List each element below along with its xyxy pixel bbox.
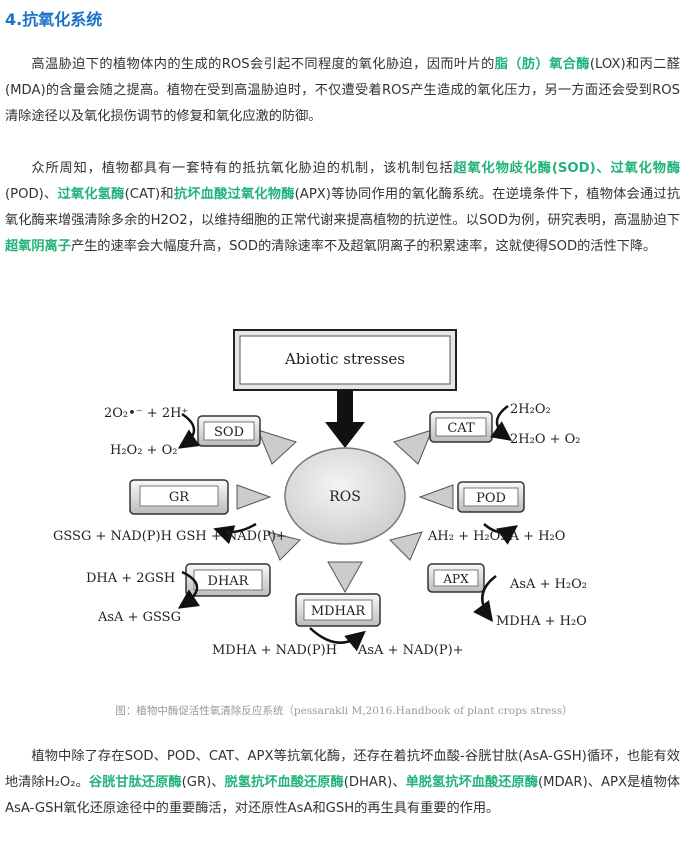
svg-text:GR: GR — [169, 490, 190, 505]
cat-reactant: 2H₂O₂ — [510, 402, 551, 417]
text: (SOD)、 — [551, 161, 611, 176]
sod-product: H₂O₂ + O₂ — [110, 443, 177, 458]
svg-text:APX: APX — [442, 572, 469, 586]
apx-reactant: AsA + H₂O₂ — [509, 577, 587, 592]
highlight-apx: 抗坏血酸过氧化物酶 — [173, 187, 295, 202]
stress-label: Abiotic stresses — [284, 350, 405, 368]
reaction-arrows — [177, 404, 519, 652]
text: (LOX)和丙二醛(MDA)的含量会随之提高。植物在受到高温胁迫时，不仅遭受着R… — [5, 57, 680, 124]
text: (GR)、 — [181, 775, 225, 790]
sod-reactant: 2O₂•⁻ + 2H⁺ — [104, 406, 188, 421]
text: (POD)、 — [5, 187, 58, 202]
apx-product: MDHA + H₂O — [496, 614, 587, 629]
paragraph-1: 高温胁迫下的植物体内的生成的ROS会引起不同程度的氧化胁迫，因而叶片的脂（肪）氧… — [5, 52, 680, 130]
ros-circle — [284, 447, 406, 545]
highlight-superoxide: 超氧阴离子 — [5, 239, 71, 254]
stress-box: Abiotic stresses — [233, 329, 457, 391]
reaction-labels: 2O₂•⁻ + 2H⁺ H₂O₂ + O₂ 2H₂O₂ 2H₂O + O₂ GS… — [53, 402, 587, 658]
dhar-product: AsA + GSSG — [97, 610, 181, 625]
pod-reaction: AH₂ + H₂O₂ A + H₂O — [427, 529, 565, 544]
enzyme-apx: APX — [427, 563, 485, 593]
text: (MDAR)、APX是植物体AsA-GSH氧化还原途径中的重要酶活，对还原性As… — [5, 775, 681, 816]
stress-arrow — [325, 390, 365, 448]
highlight-cat: 过氧化氢酶 — [57, 187, 125, 202]
svg-text:POD: POD — [476, 491, 506, 506]
pointer-triangles — [236, 429, 454, 594]
highlight-mdar: 单脱氢抗坏血酸还原酶 — [405, 775, 538, 790]
enzyme-pod: POD — [457, 481, 525, 513]
highlight-sod: 超氧化物歧化酶 — [453, 161, 552, 176]
enzyme-dhar: DHAR — [185, 563, 271, 597]
mdhar-reactant: MDHA + NAD(P)H — [212, 643, 337, 658]
highlight-pod: 过氧化物酶 — [610, 161, 681, 176]
paragraph-2: 众所周知，植物都具有一套特有的抵抗氧化胁迫的机制，该机制包括超氧化物歧化酶(SO… — [5, 156, 680, 260]
ros-scavenging-diagram: Abiotic stresses ROS SOD CAT GR POD — [53, 329, 587, 658]
text: 产生的速率会大幅度升高，SOD的清除速率不及超氧阴离子的积累速率，这就使得SOD… — [70, 239, 657, 254]
highlight-dhar: 脱氢抗坏血酸还原酶 — [224, 775, 344, 790]
gr-reaction: GSSG + NAD(P)H GSH + NAD(P)+ — [53, 529, 287, 544]
ros-label: ROS — [329, 489, 361, 505]
text: (CAT)和 — [124, 187, 174, 202]
enzyme-mdhar: MDHAR — [295, 593, 381, 627]
text: (APX)等协同作用的氧化酶系统。在逆境条件下，植物体会通过抗氧化酶来增强清除多… — [5, 187, 681, 228]
enzyme-sod: SOD — [197, 415, 261, 447]
dhar-reactant: DHA + 2GSH — [86, 571, 175, 586]
text: (DHAR)、 — [343, 775, 406, 790]
highlight-gr: 谷胱甘肽还原酶 — [88, 775, 182, 790]
figure-caption: 图：植物中酶促活性氧清除反应系统（pessarakli M,2016.Handb… — [115, 705, 573, 717]
paragraph-3: 植物中除了存在SOD、POD、CAT、APX等抗氧化酶，还存在着抗坏血酸-谷胱甘… — [5, 744, 680, 822]
highlight-lox: 脂（肪）氧合酶 — [494, 57, 590, 72]
mdhar-product: AsA + NAD(P)+ — [357, 643, 464, 658]
svg-text:CAT: CAT — [447, 421, 475, 436]
svg-text:MDHAR: MDHAR — [311, 604, 366, 619]
enzyme-cat: CAT — [429, 411, 493, 443]
text: 众所周知，植物都具有一套特有的抵抗氧化胁迫的机制，该机制包括 — [31, 161, 454, 176]
text: 植物中除了存在SOD、POD、CAT、APX等抗氧化酶，还存在着抗坏血酸-谷胱甘… — [5, 749, 680, 790]
svg-text:SOD: SOD — [214, 425, 244, 440]
cat-product: 2H₂O + O₂ — [510, 432, 581, 447]
enzyme-gr: GR — [129, 479, 229, 515]
section-heading: 4.抗氧化系统 — [5, 10, 103, 29]
text: 高温胁迫下的植物体内的生成的ROS会引起不同程度的氧化胁迫，因而叶片的 — [31, 57, 495, 72]
svg-text:DHAR: DHAR — [208, 574, 250, 589]
